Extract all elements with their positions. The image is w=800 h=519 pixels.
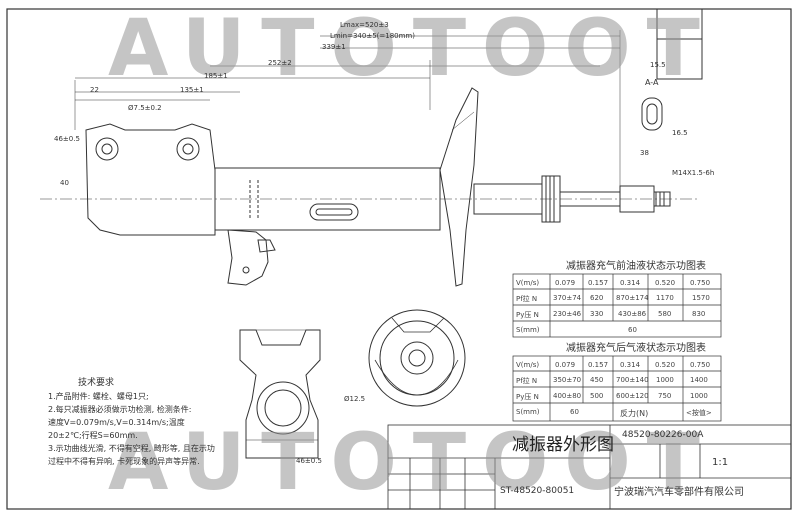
tr-r0-4: 1000 — [656, 376, 674, 384]
spring-seat — [439, 87, 479, 287]
tr-r0-2: 450 — [590, 376, 604, 384]
dim-252: 252±2 — [268, 59, 292, 67]
dim-22: 22 — [90, 86, 99, 94]
watermark-bottom: AUTOTOOT — [108, 418, 716, 508]
note-line-4: 20±2℃;行程S=60mm. — [48, 431, 138, 440]
tr-r0-3: 700±140 — [616, 376, 649, 384]
tr-r1-3: 600±120 — [616, 392, 649, 400]
dim-hole: Ø7.5±0.2 — [128, 104, 162, 112]
tf-r0-2: 620 — [590, 294, 604, 302]
tr-h1: 0.079 — [555, 361, 576, 369]
brake-hose-tab — [227, 229, 269, 286]
tf-r0-4: 1170 — [656, 294, 674, 302]
tr-r0-0: Pf拉 N — [516, 377, 538, 385]
tr-r0-1: 350±70 — [553, 376, 582, 384]
drawing-title: 减振器外形图 — [512, 435, 614, 455]
dim-339: 339±1 — [322, 43, 346, 51]
tr-h0: V(m/s) — [516, 361, 540, 369]
note-line-2: 2.每只减振器必须做示功检测, 检测条件: — [48, 405, 192, 414]
tf-r1-4: 580 — [658, 310, 672, 318]
table-front-title: 减振器充气前油液状态示功图表 — [566, 261, 706, 272]
tf-r1-2: 330 — [590, 310, 604, 318]
drawing-number: ST-48520-80051 — [500, 486, 575, 496]
watermark-top: AUTOTOOT — [108, 4, 716, 94]
tf-h5: 0.750 — [690, 279, 711, 287]
tf-h4: 0.520 — [655, 279, 676, 287]
tf-r0-0: Pf拉 N — [516, 295, 538, 303]
dim-15-5: 15.5 — [650, 61, 666, 69]
tr-h5: 0.750 — [690, 361, 711, 369]
tf-h3: 0.314 — [620, 279, 641, 287]
dim-185: 185±1 — [204, 72, 228, 80]
tr-h2: 0.157 — [588, 361, 609, 369]
tf-r2-0: S(mm) — [516, 326, 540, 334]
bracket-hole-upper — [95, 137, 119, 161]
knuckle-front-view — [239, 329, 321, 459]
tf-h2: 0.157 — [588, 279, 609, 287]
tf-r0-3: 870±174 — [616, 294, 649, 302]
section-label: A-A — [645, 78, 659, 87]
dim-lmin: Lmin=340±5(=180mm) — [330, 32, 415, 40]
dim-40: 40 — [60, 179, 69, 187]
tr-r2-1: 60 — [570, 408, 579, 416]
tr-r1-0: Py压 N — [516, 393, 539, 401]
tf-r1-3: 430±86 — [618, 310, 647, 318]
tr-r1-5: 1000 — [690, 392, 708, 400]
tr-r2-0: S(mm) — [516, 408, 540, 416]
sensor-slot — [309, 203, 359, 221]
corner-cell-2 — [656, 38, 703, 80]
tf-r1-5: 830 — [692, 310, 706, 318]
dim-46-bottom: 46±0.5 — [296, 457, 322, 465]
dimension-lines — [74, 30, 621, 200]
dim-thread: M14X1.5-6h — [672, 169, 715, 177]
rod-thread — [653, 191, 671, 207]
tr-r1-2: 500 — [590, 392, 604, 400]
note-line-1: 1.产品附件: 螺栓、螺母1只; — [48, 392, 149, 401]
tf-r0-5: 1570 — [692, 294, 710, 302]
note-line-5: 3.示功曲线光滑, 不得有空程, 畸形等, 且在示功 — [48, 444, 215, 453]
bracket-hole-lower — [176, 137, 200, 161]
table-rear-title: 减振器充气后气液状态示功图表 — [566, 343, 706, 354]
performance-tables — [512, 273, 722, 422]
notes-title: 技术要求 — [78, 378, 115, 388]
tf-r1-0: Py压 N — [516, 311, 539, 319]
part-number: 48520-80226-00A — [622, 430, 704, 440]
tr-h4: 0.520 — [655, 361, 676, 369]
dim-16-5: 16.5 — [672, 129, 688, 137]
tf-h1: 0.079 — [555, 279, 576, 287]
tr-r1-4: 750 — [658, 392, 672, 400]
tf-r0-1: 370±74 — [553, 294, 582, 302]
company-name: 宁波瑞汽汽车零部件有限公司 — [614, 487, 744, 498]
tf-r2-1: 60 — [628, 326, 637, 334]
title-block — [387, 424, 792, 510]
tr-r2-3: <按值> — [686, 409, 712, 417]
tf-h0: V(m/s) — [516, 279, 540, 287]
tr-r2-2: 反力(N) — [620, 409, 649, 418]
tr-h3: 0.314 — [620, 361, 641, 369]
end-view-disc — [368, 309, 466, 407]
scale: 1:1 — [712, 457, 729, 468]
damper-tube — [214, 167, 441, 231]
note-line-3: 速度V=0.079m/s,V=0.314m/s;温度 — [48, 418, 185, 427]
dim-38: 38 — [640, 149, 649, 157]
dim-135: 135±1 — [180, 86, 204, 94]
tr-r1-1: 400±80 — [553, 392, 582, 400]
section-aa-view — [641, 97, 663, 131]
dim-46: 46±0.5 — [54, 135, 80, 143]
note-line-6: 过程中不得有异响, 卡死现象的异声等异常. — [48, 457, 200, 466]
tf-r1-1: 230±46 — [553, 310, 582, 318]
tr-r0-5: 1400 — [690, 376, 708, 384]
knuckle-bore — [256, 381, 310, 435]
dim-12-5: Ø12.5 — [344, 395, 366, 403]
dim-lmax: Lmax=520±3 — [340, 21, 389, 29]
